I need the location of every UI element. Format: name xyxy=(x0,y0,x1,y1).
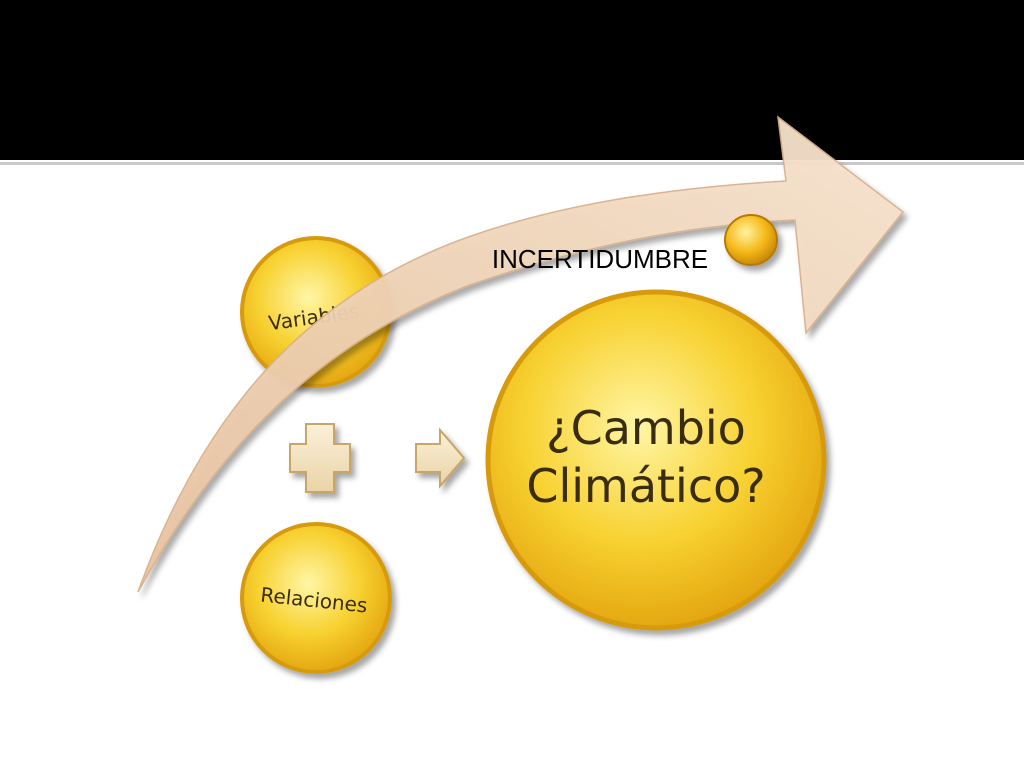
plus-icon xyxy=(289,423,351,493)
main-label-line1: ¿Cambio xyxy=(546,401,746,455)
incertidumbre-label: INCERTIDUMBRE xyxy=(492,244,708,274)
main-label-line2: Climático? xyxy=(526,459,765,513)
title-divider xyxy=(0,162,1024,165)
bead-icon xyxy=(724,214,778,266)
relaciones-circle xyxy=(240,522,392,674)
right-arrow-icon xyxy=(415,427,466,489)
title-band xyxy=(0,0,1024,160)
incertidumbre-arrow xyxy=(137,115,905,593)
main-circle xyxy=(485,289,827,631)
